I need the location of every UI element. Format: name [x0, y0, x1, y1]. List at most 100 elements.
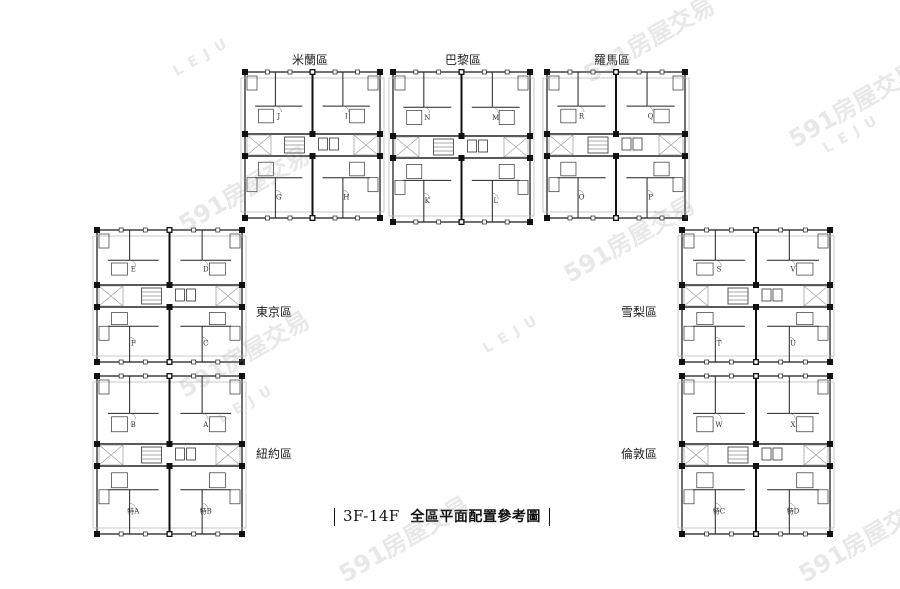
unit-label: G — [276, 193, 282, 201]
window-pier — [567, 215, 573, 221]
structural-column — [377, 215, 383, 221]
light-well-cross — [683, 285, 709, 307]
window-pier — [481, 69, 487, 75]
structural-column — [544, 215, 550, 221]
structural-column — [309, 131, 316, 137]
structural-column — [166, 441, 173, 447]
elevator — [318, 137, 328, 151]
door-swing — [129, 337, 136, 344]
window-pier — [436, 69, 442, 75]
structural-column — [94, 441, 100, 447]
window-pier — [142, 227, 148, 233]
window-pier — [704, 227, 710, 233]
window-pier — [413, 69, 419, 75]
structural-column — [679, 531, 685, 537]
elevator — [467, 139, 477, 153]
door-swing — [715, 260, 722, 267]
structural-column — [679, 227, 685, 233]
window-pier — [659, 69, 665, 75]
window-pier — [265, 215, 270, 221]
bathroom — [229, 325, 241, 341]
unit-label: V — [789, 265, 796, 273]
window-pier — [613, 215, 619, 221]
structural-column — [827, 463, 833, 469]
zone-label-london: 倫敦區 — [621, 447, 658, 461]
structural-column — [458, 155, 465, 161]
unit-label: I — [345, 113, 348, 121]
structural-column — [544, 69, 550, 75]
window-pier — [659, 215, 665, 221]
light-well — [548, 134, 574, 156]
light-well — [98, 285, 124, 307]
light-well — [246, 134, 272, 156]
bathroom — [229, 489, 241, 505]
light-well — [394, 136, 420, 158]
window-pier — [753, 531, 759, 537]
window-pier — [191, 359, 197, 365]
structural-column — [682, 153, 688, 159]
window-pier — [215, 373, 221, 379]
bathroom — [517, 75, 529, 91]
window-pier — [167, 227, 172, 233]
light-well-cross — [503, 136, 529, 158]
window-pier — [728, 373, 734, 379]
structural-column — [94, 359, 100, 365]
window-pier — [191, 227, 197, 233]
window-pier — [753, 227, 759, 233]
structural-column — [544, 153, 550, 159]
unit-label: R — [579, 113, 585, 121]
unit-label: A — [202, 421, 209, 429]
bathroom — [246, 177, 258, 193]
bathroom — [653, 108, 670, 124]
window-pier — [287, 69, 293, 75]
unit-label: L — [493, 197, 498, 205]
window-pier — [118, 531, 124, 537]
bathroom — [111, 472, 128, 489]
structural-column — [679, 373, 685, 379]
unit-label: W — [715, 421, 723, 429]
door-swing — [715, 337, 722, 344]
elevator — [772, 447, 783, 461]
structural-column — [827, 441, 833, 447]
structural-column — [682, 215, 688, 221]
window-pier — [167, 531, 172, 537]
window-pier — [215, 227, 221, 233]
window-pier — [590, 69, 596, 75]
unit-label: 特C — [713, 507, 725, 516]
structural-column — [239, 282, 245, 288]
structural-column — [682, 69, 688, 75]
bathroom — [209, 472, 226, 489]
window-pier — [778, 531, 784, 537]
unit-label: C — [203, 340, 208, 348]
bathroom — [498, 110, 515, 125]
structural-column — [239, 463, 245, 469]
light-well-cross — [215, 444, 241, 466]
window-pier — [728, 359, 734, 365]
door-swing — [715, 503, 722, 510]
window-pier — [332, 215, 338, 221]
bathroom — [406, 164, 423, 179]
zone-label-newyork: 紐約區 — [256, 447, 293, 461]
window-pier — [704, 359, 710, 365]
unit-label: D — [203, 265, 209, 273]
bathroom — [817, 379, 829, 395]
door-swing — [715, 413, 722, 420]
structural-column — [242, 69, 248, 75]
door-swing — [423, 192, 431, 200]
window-pier — [142, 373, 148, 379]
bathroom — [209, 416, 226, 433]
structural-column — [377, 153, 383, 159]
structural-column — [239, 227, 245, 233]
unit-label: T — [717, 340, 722, 348]
structural-column — [753, 441, 759, 447]
window-pier — [118, 359, 124, 365]
structural-column — [377, 131, 383, 137]
light-well-cross — [98, 285, 124, 307]
light-well — [658, 134, 684, 156]
structural-column — [166, 463, 173, 469]
window-pier — [753, 373, 759, 379]
